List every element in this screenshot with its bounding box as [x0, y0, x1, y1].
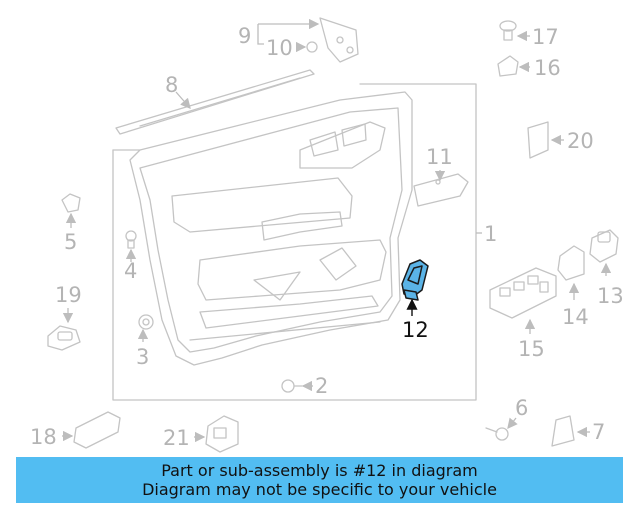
callout-1: 1	[484, 222, 497, 246]
part-21-connector	[194, 415, 239, 453]
callout-3: 3	[136, 345, 149, 369]
callout-8: 8	[165, 73, 178, 97]
part-17-push-pin	[499, 20, 530, 42]
callout-12: 12	[402, 318, 429, 342]
callout-6: 6	[515, 396, 528, 420]
callout-17: 17	[532, 25, 559, 49]
callout-9: 9	[238, 24, 251, 48]
callout-10: 10	[266, 36, 293, 60]
part-4-screw	[125, 230, 137, 262]
callout-21: 21	[163, 426, 190, 450]
part-20-bracket	[527, 121, 564, 159]
part-3-fastener	[137, 314, 154, 342]
part-2-screw	[281, 379, 313, 393]
part-8-belt-moulding	[115, 69, 315, 135]
door-trim-assembly-frame	[112, 83, 482, 401]
callout-18: 18	[30, 425, 57, 449]
part-14-switch	[557, 245, 585, 300]
callout-20: 20	[567, 129, 594, 153]
part-16-clip	[497, 55, 530, 77]
callout-7: 7	[592, 420, 605, 444]
part-6-screw	[485, 417, 518, 441]
callout-11: 11	[426, 145, 453, 169]
part-18-armrest-pad	[62, 411, 121, 449]
part-12-window-switch-highlighted	[401, 259, 429, 316]
part-19-handle-bezel	[47, 308, 81, 351]
callout-4: 4	[124, 259, 137, 283]
callout-13: 13	[597, 284, 624, 308]
callout-14: 14	[562, 305, 589, 329]
callout-15: 15	[518, 337, 545, 361]
part-11-trim-insert	[413, 170, 469, 207]
callout-16: 16	[534, 56, 561, 80]
info-banner: Part or sub-assembly is #12 in diagram D…	[16, 457, 623, 503]
callout-2: 2	[315, 374, 328, 398]
door-trim-panel	[129, 91, 413, 366]
part-9-mirror-patch	[257, 17, 359, 63]
part-7-bracket	[551, 415, 590, 447]
callout-5: 5	[64, 230, 77, 254]
callout-19: 19	[55, 283, 82, 307]
banner-line-1: Part or sub-assembly is #12 in diagram	[161, 461, 478, 480]
part-10-screw	[295, 41, 318, 53]
part-15-master-switch	[489, 267, 557, 334]
part-13-switch	[589, 229, 619, 276]
banner-line-2: Diagram may not be specific to your vehi…	[142, 480, 497, 499]
part-5-clip	[61, 193, 81, 228]
